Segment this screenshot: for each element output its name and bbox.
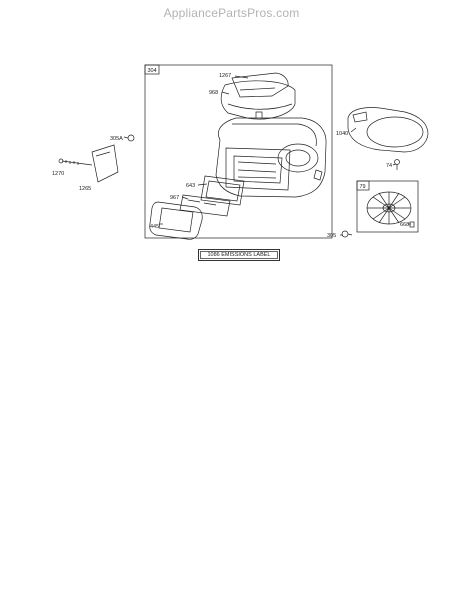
callout-668[interactable]: 668 [400,222,409,228]
callout-445[interactable]: 445 [150,224,159,230]
leader-643 [197,183,208,186]
main-assembly-box [144,64,333,239]
callout-968[interactable]: 968 [209,90,218,96]
leader-1040 [350,127,357,133]
screw-305a-part [123,134,135,142]
blower-housing-part [215,111,327,198]
callout-967[interactable]: 967 [170,195,179,201]
callout-1265[interactable]: 1265 [79,186,91,192]
callout-1040[interactable]: 1040 [336,131,348,137]
panel-445-part [149,201,203,240]
main-box-label-frame [144,64,160,75]
leader-968 [221,91,230,95]
bolt-1270-part [58,158,93,166]
grille-643-part [200,175,245,206]
screen-967-part [179,194,231,217]
inset-box-label: 79 [360,184,366,190]
side-cover-1265-part [91,144,119,183]
caption-text: 1086 EMISSIONS LABEL [207,252,271,258]
top-cover-part [220,72,296,120]
inset-box [356,180,419,233]
callout-305a[interactable]: 305A [110,136,123,142]
leader-74 [392,163,397,166]
screw-305-part [341,230,353,238]
screw-668-part [409,221,415,228]
callout-1270[interactable]: 1270 [52,171,64,177]
leader-1267 [234,75,249,79]
rotating-screen-part [366,191,412,225]
callout-305[interactable]: 305 [327,233,336,239]
site-header[interactable]: AppliancePartsPros.com [163,6,300,20]
leader-967 [181,196,189,200]
main-box-label: 304 [148,68,157,74]
emissions-label-caption[interactable]: 1086 EMISSIONS LABEL [198,249,280,261]
caption-inner-frame [200,251,278,259]
callout-1267[interactable]: 1267 [219,73,231,79]
plate-1040-part [347,107,429,153]
screw-74-part [394,159,400,170]
inset-box-label-frame [356,180,370,191]
callout-74[interactable]: 74 [386,163,392,169]
callout-643[interactable]: 643 [186,183,195,189]
